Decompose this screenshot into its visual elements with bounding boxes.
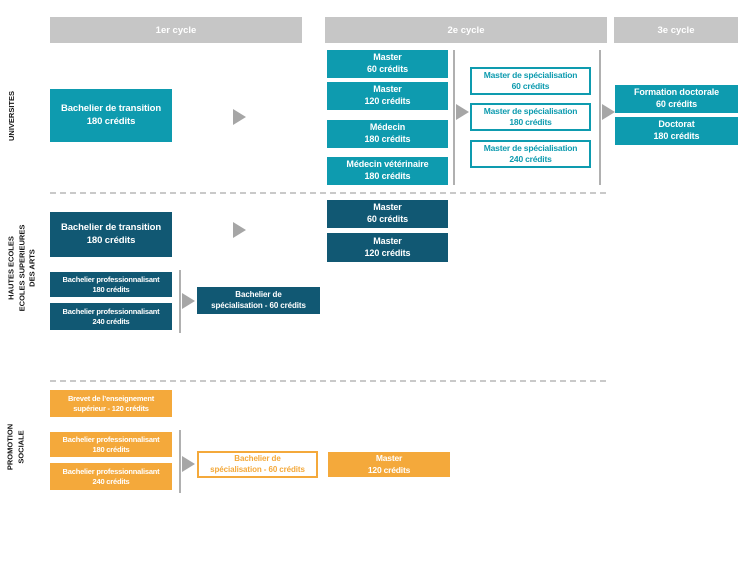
dashed-divider xyxy=(50,192,606,194)
header-label: 3e cycle xyxy=(657,24,695,36)
box-line: Master xyxy=(373,84,402,95)
connector-line xyxy=(599,50,601,185)
box-line: 120 crédits xyxy=(364,96,411,106)
arrow-right-icon xyxy=(602,104,615,120)
box-line: 180 crédits xyxy=(92,444,130,454)
header-2e-cycle: 2e cycle xyxy=(325,17,607,43)
box-line: 60 crédits xyxy=(511,81,550,91)
box-line: 180 crédits xyxy=(92,284,130,294)
box-line: 240 crédits xyxy=(92,316,130,326)
box-line: Master xyxy=(373,202,402,213)
box-bachelier-specialisation-hautes-ecoles: Bachelier de spécialisation - 60 crédits xyxy=(197,287,320,314)
box-master-specialisation-240: Master de spécialisation 240 crédits xyxy=(470,140,591,168)
box-line: Master xyxy=(375,453,403,464)
section-label-line: UNIVERSITES xyxy=(6,90,16,142)
box-line: 60 crédits xyxy=(655,99,698,109)
box-line: Bachelier professionnalisant xyxy=(62,466,160,476)
box-formation-doctorale: Formation doctorale 60 crédits xyxy=(615,85,738,113)
arrow-right-icon xyxy=(456,104,469,120)
box-line: Formation doctorale xyxy=(633,87,720,98)
section-label-hautes-ecoles: HAUTES ECOLES ECOLES SUPERIEURES DES ART… xyxy=(6,225,38,312)
box-bachelier-professionnalisant-180-hautes-ecoles: Bachelier professionnalisant 180 crédits xyxy=(50,272,172,297)
header-3e-cycle: 3e cycle xyxy=(614,17,738,43)
box-line: 180 crédits xyxy=(509,117,552,127)
box-line: 120 crédits xyxy=(367,464,411,475)
box-line: Bachelier de xyxy=(234,454,281,464)
box-line: Bachelier de transition xyxy=(60,222,162,234)
box-brevet-enseignement-superieur: Brevet de l’enseignement supérieur - 120… xyxy=(50,390,172,417)
box-bachelier-transition-hautes-ecoles: Bachelier de transition 180 crédits xyxy=(50,212,172,257)
box-line: Médecin xyxy=(369,122,406,133)
box-line: Master xyxy=(373,235,402,246)
box-line: 60 crédits xyxy=(366,64,409,74)
box-medecin-veterinaire: Médecin vétérinaire 180 crédits xyxy=(327,157,448,185)
arrow-right-icon xyxy=(233,109,246,125)
box-bachelier-professionnalisant-240-promotion-sociale: Bachelier professionnalisant 240 crédits xyxy=(50,463,172,490)
arrow-right-icon xyxy=(182,456,195,472)
box-line: 240 crédits xyxy=(509,154,552,164)
connector-line xyxy=(453,50,455,185)
section-label-line: ECOLES SUPERIEURES xyxy=(16,224,26,312)
box-bachelier-professionnalisant-180-promotion-sociale: Bachelier professionnalisant 180 crédits xyxy=(50,432,172,457)
box-line: Médecin vétérinaire xyxy=(346,159,429,170)
box-line: Master xyxy=(373,52,402,63)
section-label-line: PROMOTION xyxy=(5,423,15,471)
box-master-120-promotion-sociale: Master 120 crédits xyxy=(328,452,450,477)
box-master-specialisation-60: Master de spécialisation 60 crédits xyxy=(470,67,591,95)
header-label: 1er cycle xyxy=(155,24,197,36)
box-line: 240 crédits xyxy=(92,476,130,486)
section-label-line: SOCIALE xyxy=(16,430,25,464)
box-line: 180 crédits xyxy=(364,171,411,181)
box-bachelier-professionnalisant-240-hautes-ecoles: Bachelier professionnalisant 240 crédits xyxy=(50,303,172,330)
box-line: 120 crédits xyxy=(364,247,411,258)
arrow-right-icon xyxy=(233,222,246,238)
box-line: supérieur - 120 crédits xyxy=(73,403,149,413)
box-master-60-universites: Master 60 crédits xyxy=(327,50,448,78)
box-line: 180 crédits xyxy=(86,115,136,127)
box-line: spécialisation - 60 crédits xyxy=(210,464,305,474)
connector-line xyxy=(179,270,181,333)
box-line: Doctorat xyxy=(658,119,695,130)
box-line: Bachelier professionnalisant xyxy=(62,434,160,444)
dashed-divider xyxy=(50,380,606,382)
box-line: Bachelier de transition xyxy=(60,103,162,115)
box-line: Brevet de l’enseignement xyxy=(67,393,155,403)
box-line: Master de spécialisation xyxy=(483,142,578,153)
connector-line xyxy=(179,430,181,493)
box-bachelier-specialisation-promotion-sociale: Bachelier de spécialisation - 60 crédits xyxy=(197,451,318,478)
section-label-line: HAUTES ECOLES xyxy=(6,236,16,300)
box-line: Bachelier professionnalisant xyxy=(62,306,160,316)
header-label: 2e cycle xyxy=(447,24,485,36)
box-line: Bachelier professionnalisant xyxy=(62,274,160,284)
box-line: 60 crédits xyxy=(366,214,409,224)
box-master-60-hautes-ecoles: Master 60 crédits xyxy=(327,200,448,228)
header-1er-cycle: 1er cycle xyxy=(50,17,302,43)
box-master-120-universites: Master 120 crédits xyxy=(327,82,448,110)
box-line: 180 crédits xyxy=(653,131,700,141)
box-line: spécialisation - 60 crédits xyxy=(211,300,306,310)
box-medecin: Médecin 180 crédits xyxy=(327,120,448,148)
box-master-120-hautes-ecoles: Master 120 crédits xyxy=(327,233,448,262)
box-bachelier-transition-universites: Bachelier de transition 180 crédits xyxy=(50,89,172,142)
arrow-right-icon xyxy=(182,293,195,309)
box-line: 180 crédits xyxy=(364,134,411,144)
section-label-universites: UNIVERSITES xyxy=(7,91,18,141)
box-line: Master de spécialisation xyxy=(483,105,578,116)
section-label-line: DES ARTS xyxy=(27,249,37,287)
box-master-specialisation-180: Master de spécialisation 180 crédits xyxy=(470,103,591,131)
box-line: Bachelier de xyxy=(235,290,282,300)
box-line: Master de spécialisation xyxy=(483,69,578,80)
box-line: 180 crédits xyxy=(86,234,136,246)
section-label-promotion-sociale: PROMOTION SOCIALE xyxy=(6,424,27,470)
box-doctorat: Doctorat 180 crédits xyxy=(615,117,738,145)
